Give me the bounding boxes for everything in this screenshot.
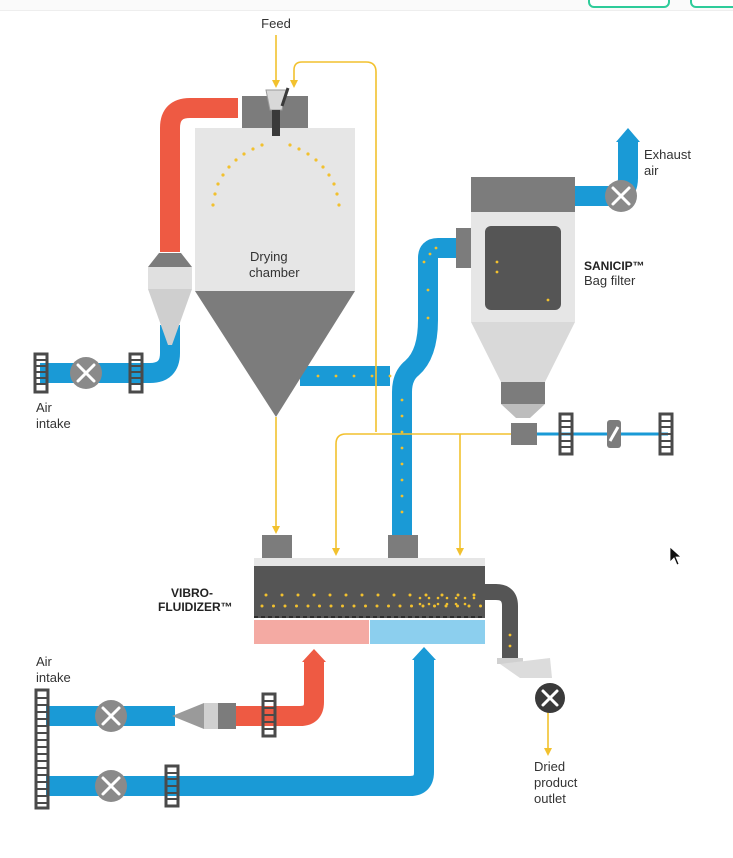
cold-air-zone <box>370 620 485 644</box>
cold-air-arrow-icon <box>412 647 436 660</box>
bag-filter <box>456 177 575 445</box>
toolbar-button[interactable] <box>690 0 733 8</box>
drying-chamber-label-line1: Drying <box>250 249 288 264</box>
chamber-cone <box>195 291 355 417</box>
air-filter-grate-icon <box>33 352 674 810</box>
outlet-chute <box>485 584 518 660</box>
hot-air-pipes <box>160 98 324 726</box>
bottom-air-filter <box>172 703 236 729</box>
hot-air-zone <box>254 620 369 644</box>
bag-filter-top <box>471 177 575 212</box>
bag-filter-subtitle: Bag filter <box>584 273 636 288</box>
spray-droplets <box>211 143 341 207</box>
bag-filter-window <box>485 226 561 310</box>
air-intake-top-line1: Air <box>36 400 53 415</box>
rotary-valve <box>511 423 537 445</box>
exhaust-label-line2: air <box>644 163 659 178</box>
mouse-pointer-icon <box>669 546 683 566</box>
bed-particles <box>260 593 482 608</box>
fan-icon <box>70 180 637 802</box>
exhaust-arrow-icon <box>616 128 640 142</box>
air-intake-bottom-line1: Air <box>36 654 53 669</box>
butterfly-valve-icon <box>607 420 621 448</box>
feed-label: Feed <box>261 16 291 31</box>
exhaust-label-line1: Exhaust <box>644 147 691 162</box>
drying-chamber <box>195 87 355 417</box>
intake-duct-bottom <box>46 660 434 796</box>
vibro-fluidizer-label-line2: FLUIDIZER™ <box>158 600 233 614</box>
vibro-fluidizer <box>254 535 552 678</box>
air-intake-top-line2: intake <box>36 416 71 431</box>
outlet-label-line2: product <box>534 775 578 790</box>
outlet-hopper <box>500 658 552 678</box>
intake-duct-top <box>40 325 180 383</box>
riser-duct <box>392 238 458 536</box>
hot-air-filter <box>148 253 192 345</box>
drying-chamber-label-line2: chamber <box>249 265 300 280</box>
bag-filter-title: SANICIP™ <box>584 259 645 273</box>
bag-filter-inlet <box>456 228 472 268</box>
toolbar-button[interactable] <box>588 0 670 8</box>
chamber-cylinder <box>195 128 355 291</box>
fluid-bed <box>254 566 485 618</box>
top-toolbar-strip <box>0 0 733 11</box>
outlet-label-line1: Dried <box>534 759 565 774</box>
outlet-label-line3: outlet <box>534 791 566 806</box>
hot-air-duct-bottom <box>236 662 324 726</box>
hot-air-duct-top <box>160 98 238 252</box>
hot-air-arrow-icon <box>302 649 326 662</box>
air-intake-bottom-line2: intake <box>36 670 71 685</box>
product-lines <box>272 35 552 756</box>
bag-filter-cone <box>471 322 575 382</box>
vibro-fluidizer-label-line1: VIBRO- <box>171 586 213 600</box>
conveyed-particles <box>316 246 438 514</box>
